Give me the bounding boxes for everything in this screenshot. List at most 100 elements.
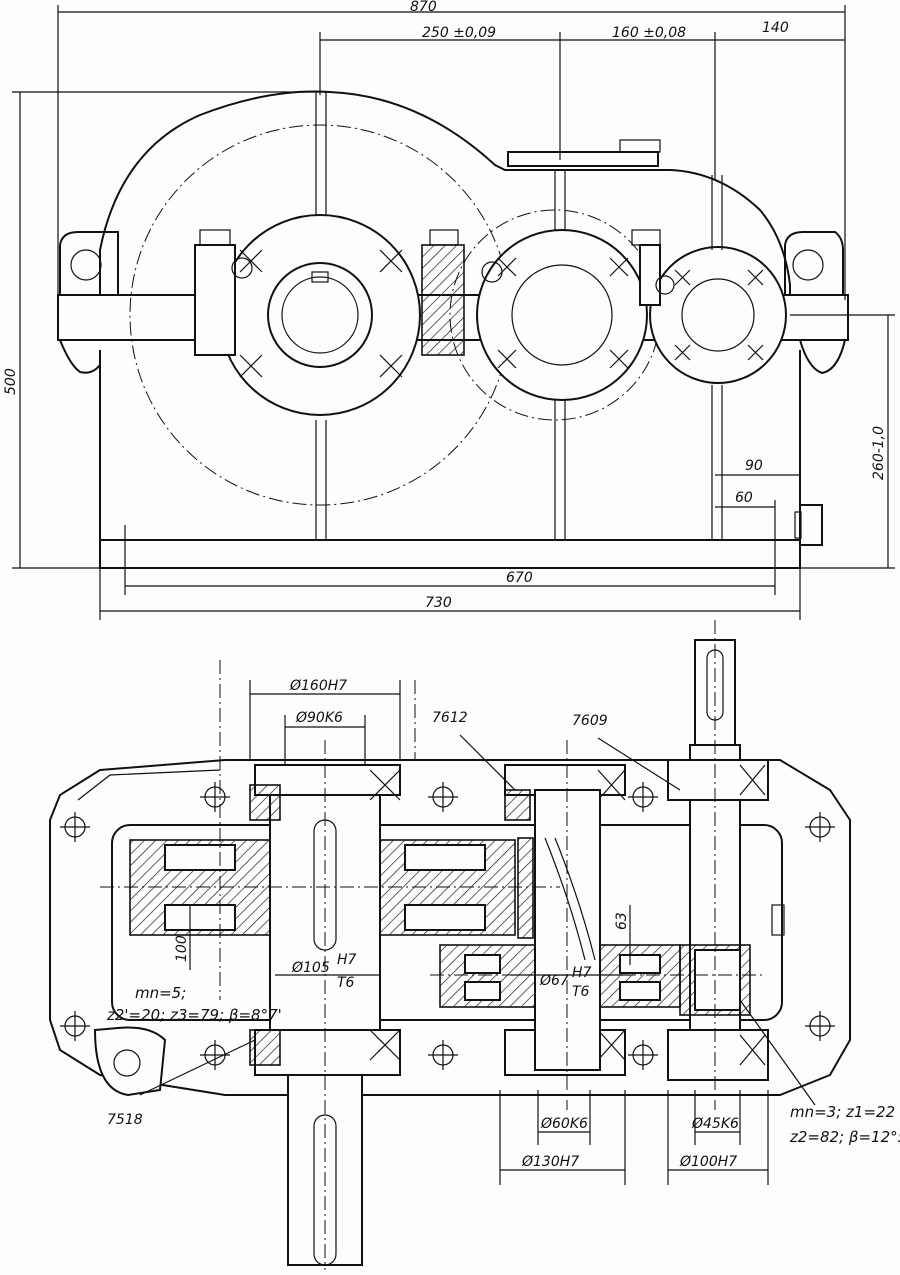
input-bearing-bottom	[667, 1029, 769, 1081]
dim-bore-130: Ø130H7	[521, 1154, 579, 1170]
dim-shaft-60: Ø60K6	[540, 1116, 588, 1132]
right-foot	[799, 339, 846, 375]
label-bearing-7609: 7609	[572, 713, 608, 729]
gear-web-3	[404, 844, 486, 871]
fast-stage-note-1: mn=3; z1=22	[790, 1103, 895, 1121]
fit-67-denominator: T6	[572, 984, 590, 1000]
mid-gear-web-3	[619, 954, 661, 974]
input-pinion-body	[694, 949, 741, 1011]
dim-bore-160: Ø160H7	[289, 678, 347, 694]
drain-plug	[799, 504, 823, 546]
fit-105-label: Ø105 H7 T6	[291, 952, 357, 991]
section-centre-lines	[100, 620, 765, 1270]
key-slot	[311, 271, 329, 283]
dim-len-100: 100	[174, 935, 190, 962]
bearing-cover-2	[476, 229, 648, 401]
bearing-cover-1	[219, 214, 421, 416]
lifting-eye	[93, 1026, 167, 1097]
bearing-cross-2	[597, 1029, 626, 1061]
mid-gear-web-2	[464, 981, 501, 1001]
fit-67-diameter: Ø67	[539, 973, 569, 989]
cover-screws	[239, 249, 764, 378]
drain-plug-head	[794, 511, 802, 539]
housing-outline	[99, 90, 791, 300]
label-bearing-7518: 7518	[107, 1112, 143, 1128]
dim-base-670: 670	[506, 570, 533, 586]
right-lug-hole	[792, 249, 824, 281]
gear-web-2	[164, 904, 236, 931]
top-view: 870 250 ±0,09 160 ±0,08 140 500 260-1,0 …	[3, 0, 895, 620]
bolt-head-1	[199, 229, 231, 246]
left-foot	[59, 339, 101, 374]
fit-67-numerator: H7	[572, 965, 592, 981]
bolt-head-2	[429, 229, 459, 246]
ribs	[315, 92, 723, 540]
left-lug-hole	[70, 249, 102, 281]
dowel-3	[655, 275, 675, 295]
dim-right-offset: 140	[762, 20, 789, 36]
dim-height: 500	[3, 368, 19, 395]
shaft-bore-1	[267, 262, 373, 368]
bearing-roller-1	[249, 784, 281, 821]
dim-len-63: 63	[614, 912, 630, 930]
pinion-helix	[544, 837, 596, 961]
lifting-eye-hole	[113, 1049, 141, 1077]
dowel-2	[481, 261, 503, 283]
mid-gear-web-1	[464, 954, 501, 974]
base-plate	[99, 539, 801, 569]
fast-stage-note-2: z2=82; β=12°5	[789, 1128, 900, 1146]
bearing-cross-1	[369, 1029, 401, 1061]
output-key	[313, 1114, 337, 1266]
dim-overall-width: 870	[410, 0, 437, 15]
input-bearing-cross-1	[739, 764, 766, 796]
bearing-cover-3-inner	[681, 278, 755, 352]
bolt-boss-1	[194, 244, 236, 356]
dim-axis-height: 260-1,0	[871, 426, 887, 480]
dim-bore-100: Ø100H7	[679, 1154, 737, 1170]
oil-gauge	[771, 904, 785, 936]
inner-cavity	[111, 824, 783, 1021]
dim-shaft-90: Ø90K6	[295, 710, 343, 726]
fit-105-numerator: H7	[337, 952, 357, 968]
fit-105-denominator: T6	[337, 975, 355, 991]
slow-stage-note-1: mn=5;	[135, 984, 186, 1002]
inspection-cover	[507, 151, 659, 167]
dim-drain-60: 60	[735, 490, 753, 506]
dimension-lines-section	[139, 680, 816, 1185]
gear-web-4	[404, 904, 486, 931]
dim-center-dist-2: 160 ±0,08	[612, 25, 686, 41]
fit-105-diameter: Ø105	[291, 960, 330, 976]
breather	[619, 139, 661, 153]
gear-web-1	[164, 844, 236, 871]
bolt-head-3	[631, 229, 661, 246]
bolt-boss-3	[639, 244, 661, 306]
bearing-cover-2-inner	[511, 264, 613, 366]
section-view: Ø160H7 Ø90K6 7612 7609 100 63 Ø105 H7 T6…	[49, 620, 900, 1270]
dimension-lines-top	[12, 5, 895, 620]
input-bearing-cross-2	[739, 1034, 766, 1066]
slow-stage-note-2: z2'=20; z3=79; β=8°7'	[106, 1006, 282, 1024]
mount-bolts	[60, 782, 835, 1070]
output-shaft	[281, 276, 359, 354]
dim-drain-90: 90	[745, 458, 763, 474]
input-bearing-top	[667, 759, 769, 801]
bearing-cross-4	[597, 769, 626, 801]
dim-base-730: 730	[425, 595, 452, 611]
fit-67-label: Ø67 H7 T6	[539, 965, 592, 1000]
bearing-cover-3	[649, 246, 787, 384]
left-lug	[59, 231, 119, 295]
bolt-boss-2	[421, 244, 465, 356]
right-lug	[784, 231, 844, 295]
bearing-roller-2	[504, 789, 531, 821]
pinion-edge	[517, 837, 534, 939]
dowel-1	[231, 257, 253, 279]
bearing-cross-3	[369, 769, 401, 801]
bearing-roller-3	[249, 1029, 281, 1066]
mid-gear-web-4	[619, 981, 661, 1001]
label-bearing-7612: 7612	[432, 710, 468, 726]
housing-inner-edge	[77, 769, 221, 801]
section-housing-outer	[49, 759, 851, 1096]
dim-center-dist-1: 250 ±0,09	[422, 25, 496, 41]
